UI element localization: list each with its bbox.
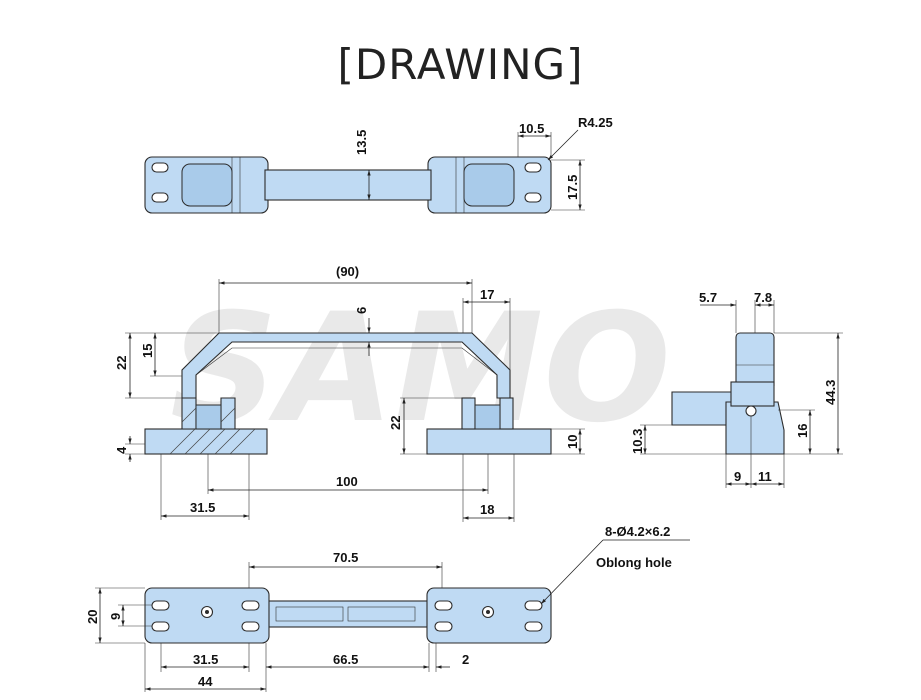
bottom-view: 70.5 20 9 31.5 66.5 2 44 8-Ø4.2×6.2 Oblo… <box>85 524 690 692</box>
note-hole-type: Oblong hole <box>596 555 672 570</box>
dim-bottom-w-total: 44 <box>198 674 213 689</box>
top-view: 13.5 10.5 R4.25 17.5 <box>144 115 613 214</box>
dim-front-end-width: 17 <box>480 287 494 302</box>
dim-front-base-left: 4 <box>114 446 129 454</box>
front-view: (90) 6 17 22 15 4 22 10 <box>114 264 585 522</box>
dim-front-height-grip: 15 <box>140 344 155 358</box>
dim-front-span: (90) <box>336 264 359 279</box>
dim-front-thickness: 6 <box>354 307 369 314</box>
dim-side-w1: 5.7 <box>699 290 717 305</box>
dim-side-height: 44.3 <box>823 380 838 405</box>
dim-top-end-width: 10.5 <box>519 121 544 136</box>
dim-side-b2: 11 <box>758 469 772 484</box>
side-view: 5.7 7.8 44.3 16 10.3 9 11 <box>630 290 843 488</box>
dim-side-w2: 7.8 <box>754 290 772 305</box>
dim-side-h-right: 16 <box>795 424 810 438</box>
dim-side-b1: 9 <box>734 469 741 484</box>
dim-front-inner-height: 22 <box>388 416 403 430</box>
dim-bottom-gap: 2 <box>462 652 469 667</box>
dim-front-height-total: 22 <box>114 356 129 370</box>
dim-bottom-hole-pitch: 9 <box>108 613 123 620</box>
dim-front-base-right: 10 <box>565 435 580 449</box>
dim-bottom-height: 20 <box>85 610 100 624</box>
note-hole-spec: 8-Ø4.2×6.2 <box>605 524 670 539</box>
dim-bottom-w-left: 31.5 <box>193 652 218 667</box>
dim-bottom-hole-spacing: 70.5 <box>333 550 358 565</box>
watermark-text: SAMO <box>170 282 671 456</box>
dim-top-end-height: 17.5 <box>565 175 580 200</box>
dim-front-left-offset: 31.5 <box>190 500 215 515</box>
dim-top-height: 13.5 <box>354 130 369 155</box>
dim-top-radius: R4.25 <box>578 115 613 130</box>
dim-side-h-left: 10.3 <box>630 429 645 454</box>
dim-bottom-w-mid: 66.5 <box>333 652 358 667</box>
dim-front-center-distance: 100 <box>336 474 358 489</box>
drawing-title: [DRAWING] <box>337 40 584 89</box>
dim-front-right-width: 18 <box>480 502 494 517</box>
